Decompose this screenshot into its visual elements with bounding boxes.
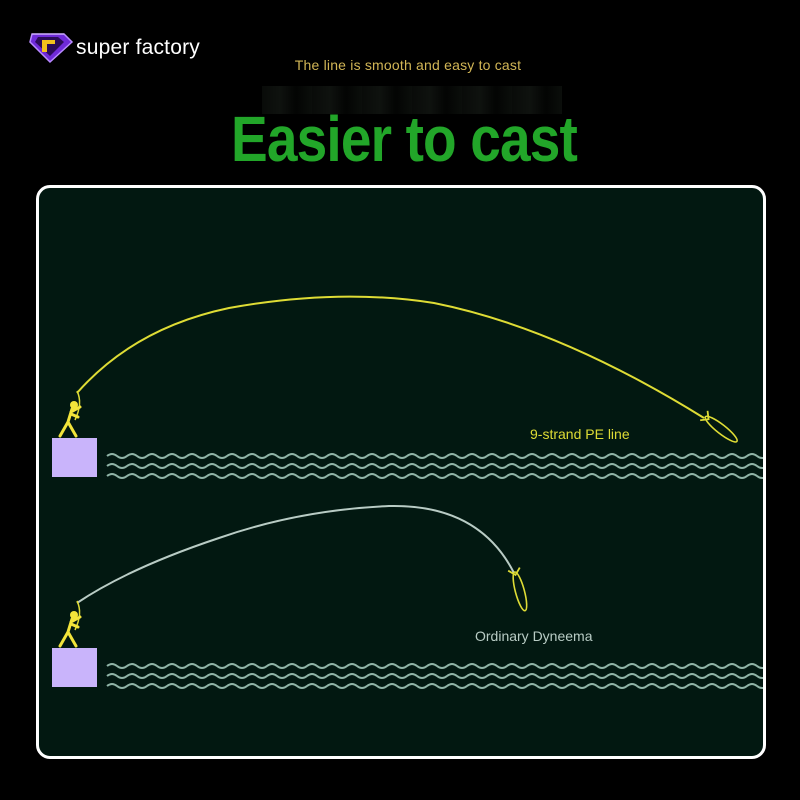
headline-glow: [262, 86, 562, 114]
dyneema-cast-arc: [76, 504, 515, 604]
subtitle: The line is smooth and easy to cast: [294, 57, 522, 73]
headline: Easier to cast: [231, 103, 578, 175]
dyneema-label: Ordinary Dyneema: [475, 628, 593, 644]
casting-platform: [52, 648, 97, 687]
angler-icon: [58, 611, 82, 648]
water-waves: [106, 453, 763, 479]
angler-icon: [58, 401, 82, 438]
pe-line-lure-icon: [700, 410, 738, 443]
diamond-logo-icon: [29, 33, 74, 64]
pe-line-scene: [52, 295, 763, 479]
casting-platform: [52, 438, 97, 477]
brand-name: super factory: [76, 36, 200, 59]
pe-line-cast-arc: [76, 295, 705, 419]
pe-line-label: 9-strand PE line: [530, 426, 630, 442]
casting-diagram: [52, 295, 763, 689]
water-waves: [106, 663, 763, 689]
dyneema-scene: [52, 504, 763, 689]
casting-diagram-panel: 9-strand PE line Ordinary Dyneema: [36, 185, 766, 759]
brand-logo: super factory: [28, 28, 208, 68]
dyneema-lure-icon: [507, 567, 528, 612]
